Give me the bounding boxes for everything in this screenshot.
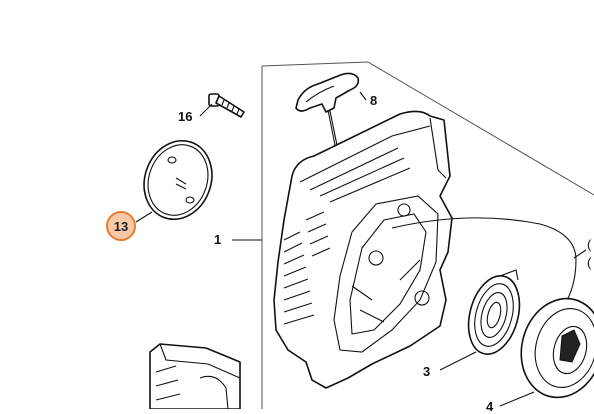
part-1-fan-housing[interactable] [273,110,453,389]
part-4-rope-rotor[interactable] [510,289,594,406]
leader-8 [359,91,367,101]
callout-3: 3 [423,364,431,379]
leader-rope [573,249,587,259]
callout-1: 1 [214,232,222,247]
leader-4 [499,391,535,407]
leader-13 [135,211,153,223]
callout-16: 16 [178,109,193,124]
partial-part-bottom-left [149,343,241,409]
part-8-starter-handle[interactable] [295,72,360,151]
callout-8: 8 [370,93,378,108]
callout-4: 4 [486,399,494,414]
leader-16 [199,103,213,117]
leader-3 [439,351,477,371]
edge-fragment-2: ( [587,255,592,270]
part-13-cover-disc[interactable] [133,131,222,229]
callout-13-highlighted[interactable]: 13 [106,211,136,241]
edge-fragment-1: ( [587,237,592,252]
assembly-frame [261,61,594,409]
part-16-screw[interactable] [208,93,245,118]
part-3-rewind-spring[interactable] [460,269,527,360]
starter-rope [391,217,577,313]
